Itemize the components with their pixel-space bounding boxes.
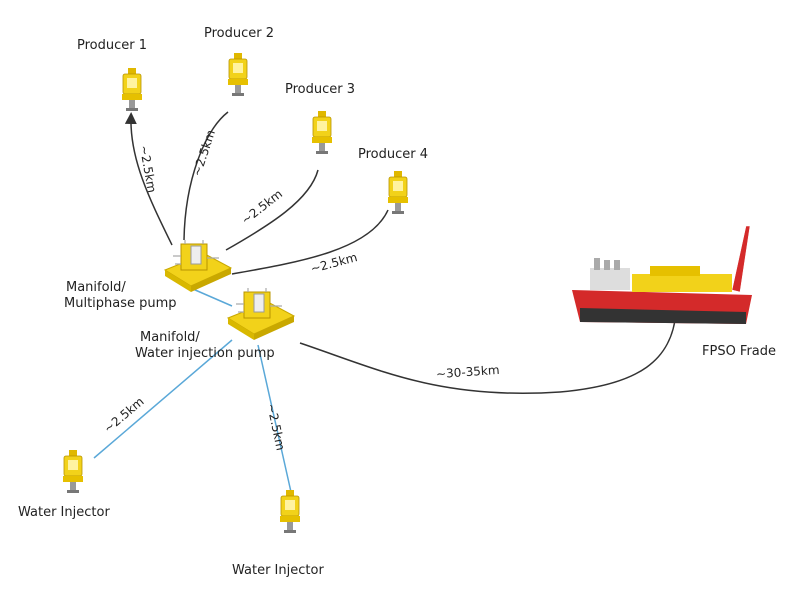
manifold-multiphase-label-line1: Manifold/	[66, 280, 126, 295]
manifold-water-injection-label: Manifold/ Water injection pump	[135, 330, 275, 363]
water-injector-1-label: Water Injector	[18, 505, 110, 520]
manifold-multiphase-label: Manifold/ Multiphase pump	[64, 280, 177, 313]
flowline-producer-3	[225, 169, 319, 251]
fpso-vessel-icon	[572, 225, 752, 324]
flowline-fpso	[299, 311, 677, 395]
producer-3-label: Producer 3	[285, 82, 356, 97]
producer-1-label: Producer 1	[77, 38, 148, 53]
injection-line-wi1	[93, 339, 233, 459]
producer-4-label: Producer 4	[358, 147, 429, 162]
producer-4-tree-icon	[387, 170, 409, 215]
flowline-producer-2	[183, 111, 229, 241]
producer-3-tree-icon	[311, 110, 333, 155]
manifold-multiphase-label-line2: Multiphase pump	[64, 296, 177, 312]
manifold-water-injection-label-line2: Water injection pump	[135, 346, 275, 362]
water-injector-2-label: Water Injector	[232, 563, 324, 578]
water-injector-2-tree-icon	[279, 489, 301, 534]
producer-1-tree-icon	[121, 67, 143, 112]
producer-2-label: Producer 2	[204, 26, 275, 41]
producer-2-tree-icon	[227, 52, 249, 97]
flowline-producer-1	[124, 112, 173, 246]
water-injector-1-tree-icon	[62, 449, 84, 494]
flowline-producer-4	[231, 209, 389, 275]
manifold-water-injection-label-line1: Manifold/	[140, 330, 200, 345]
fpso-label: FPSO Frade	[702, 344, 777, 359]
injection-line-wi2	[257, 344, 292, 493]
